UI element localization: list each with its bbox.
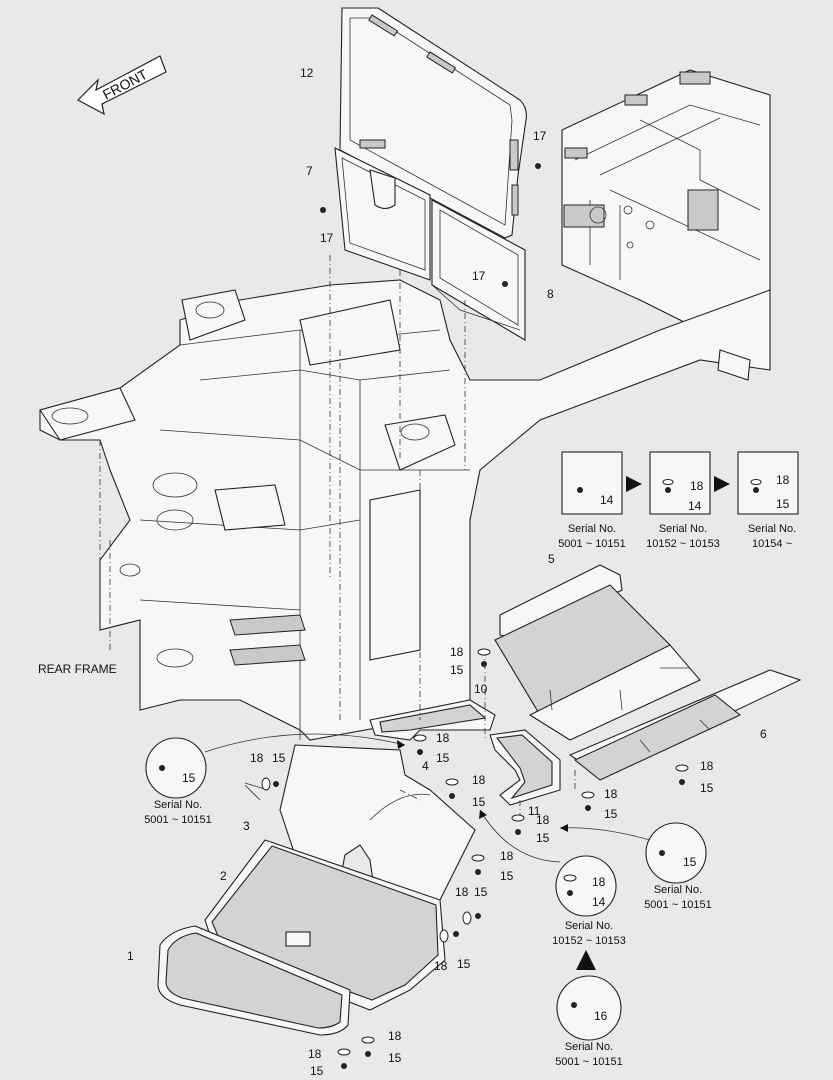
panel-11 [489, 729, 561, 806]
callout-18-e: 18 [472, 773, 486, 787]
serial-arrow-1 [626, 476, 642, 492]
callout-15-h: 15 [500, 869, 514, 883]
callout-15-detail-right: 15 [683, 855, 697, 869]
panel-1 [157, 925, 351, 1036]
detail-bottom-title: Serial No. [565, 1041, 613, 1053]
panel-7 [334, 139, 431, 281]
callout-7: 7 [306, 164, 313, 178]
panel-12 [339, 7, 527, 239]
detail-left-title: Serial No. [154, 799, 202, 811]
detail-center-title: Serial No. [565, 920, 613, 932]
callout-2: 2 [220, 869, 227, 883]
callout-16-detail-bottom: 16 [594, 1009, 608, 1023]
detail-circle-center: Serial No. 10152 ~ 10153 [552, 855, 626, 947]
callout-1: 1 [127, 949, 134, 963]
detail-up-arrow [576, 950, 596, 970]
panel-6 [568, 669, 802, 781]
detail-leaders [204, 733, 651, 863]
detail-right-range: 5001 ~ 10151 [644, 899, 712, 911]
detail-circle-bottom: Serial No. 5001 ~ 10151 [555, 975, 623, 1068]
detail-circle-left: Serial No. 5001 ~ 10151 [144, 737, 212, 826]
callout-12: 12 [300, 66, 314, 80]
detail-bottom-range: 5001 ~ 10151 [555, 1056, 623, 1068]
callout-15-i: 15 [272, 751, 286, 765]
detail-center-range: 10152 ~ 10153 [552, 935, 626, 947]
serial-box-1-range: 5001 ~ 10151 [558, 538, 626, 550]
callout-18-j: 18 [250, 751, 264, 765]
callout-14-a: 14 [600, 493, 614, 507]
callout-17-b: 17 [320, 231, 334, 245]
serial-box-3: Serial No. 10154 ~ [737, 451, 799, 550]
callout-18-detail-center: 18 [592, 875, 606, 889]
serial-box-2-title: Serial No. [659, 523, 707, 535]
callouts: 1 2 3 4 5 6 7 8 10 11 12 17 17 17 14 18 … [127, 66, 790, 1078]
callout-15-d: 15 [472, 795, 486, 809]
callout-18-b: 18 [776, 473, 790, 487]
serial-box-1: Serial No. 5001 ~ 10151 [558, 451, 626, 550]
panel-10 [369, 699, 496, 741]
serial-box-3-title: Serial No. [748, 523, 796, 535]
callout-15-m: 15 [310, 1064, 324, 1078]
serial-arrow-2 [714, 476, 730, 492]
fasteners [159, 163, 762, 1069]
callout-18-k: 18 [455, 885, 469, 899]
callout-15-f: 15 [604, 807, 618, 821]
callout-14-b: 14 [688, 499, 702, 513]
serial-box-1-title: Serial No. [568, 523, 616, 535]
callout-18-g: 18 [604, 787, 618, 801]
callout-15-l: 15 [388, 1051, 402, 1065]
panel-8 [431, 199, 526, 341]
callout-18-h: 18 [700, 759, 714, 773]
callout-18-f: 18 [536, 813, 550, 827]
callout-15-detail-left: 15 [182, 771, 196, 785]
callout-15-e: 15 [536, 831, 550, 845]
callout-3: 3 [243, 819, 250, 833]
callout-15-g: 15 [700, 781, 714, 795]
callout-15-a: 15 [776, 497, 790, 511]
callout-6: 6 [760, 727, 767, 741]
rear-frame-label: REAR FRAME [38, 662, 117, 676]
front-arrow: FRONT [77, 55, 167, 116]
callout-8: 8 [547, 287, 554, 301]
callout-17-c: 17 [472, 269, 486, 283]
callout-18-i: 18 [500, 849, 514, 863]
callout-5: 5 [548, 552, 555, 566]
serial-box-2: Serial No. 10152 ~ 10153 [646, 451, 720, 550]
callout-18-m: 18 [388, 1029, 402, 1043]
assembly-lines [99, 255, 576, 820]
detail-right-title: Serial No. [654, 884, 702, 896]
detail-left-range: 5001 ~ 10151 [144, 814, 212, 826]
callout-11: 11 [528, 804, 541, 818]
callout-15-k: 15 [457, 957, 471, 971]
callout-18-n: 18 [308, 1047, 322, 1061]
serial-box-3-range: 10154 ~ [752, 538, 792, 550]
callout-18-c: 18 [450, 645, 464, 659]
callout-14-detail-center: 14 [592, 895, 606, 909]
callout-15-c: 15 [436, 751, 450, 765]
serial-box-2-range: 10152 ~ 10153 [646, 538, 720, 550]
callout-15-j: 15 [474, 885, 488, 899]
callout-18-a: 18 [690, 479, 704, 493]
callout-15-b: 15 [450, 663, 464, 677]
upper-frame-structure [561, 69, 771, 331]
rear-frame-structure [39, 279, 771, 741]
detail-circle-right: Serial No. 5001 ~ 10151 [644, 822, 712, 911]
callout-4: 4 [422, 759, 429, 773]
callout-18-l: 18 [434, 959, 448, 973]
callout-10: 10 [474, 682, 488, 696]
callout-17-a: 17 [533, 129, 547, 143]
panel-5 [494, 564, 701, 741]
callout-18-d: 18 [436, 731, 450, 745]
